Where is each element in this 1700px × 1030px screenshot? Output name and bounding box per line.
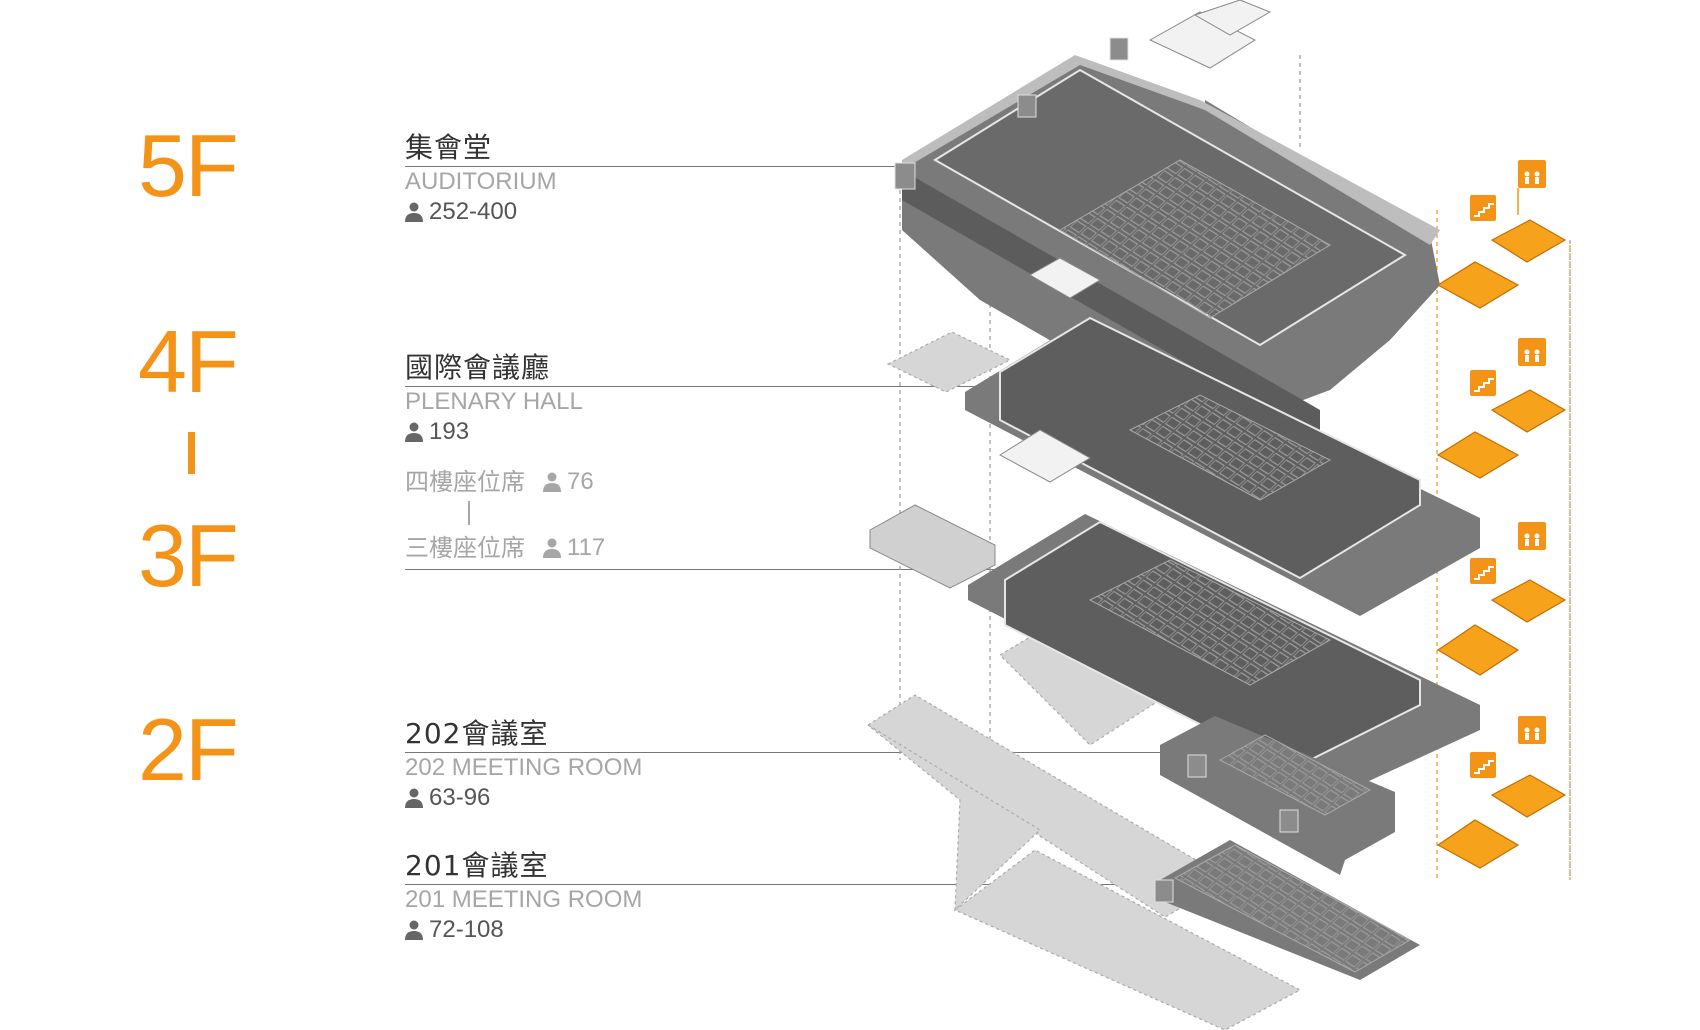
plenary-4f-seating: 四樓座位席 76 [405, 468, 594, 496]
person-icon [405, 422, 423, 442]
room-plenary-hall: 國際會議廳 PLENARY HALL 193 [405, 354, 583, 444]
person-icon [543, 538, 561, 558]
room-201: 201會議室 201 MEETING ROOM 72-108 [405, 852, 642, 942]
room-name-en: AUDITORIUM [405, 168, 557, 195]
stairs-icon [1470, 195, 1496, 221]
room-202: 202會議室 202 MEETING ROOM 63-96 [405, 720, 642, 810]
floor-slab-4f [965, 316, 1480, 616]
seating-capacity: 117 [543, 536, 605, 560]
seating-range-bar [468, 501, 470, 525]
plenary-3f-seating: 三樓座位席 117 [405, 534, 605, 562]
capacity-value: 76 [567, 468, 594, 495]
person-icon [405, 920, 423, 940]
floor-label-2f: 2F [138, 700, 239, 799]
leader-line-plenary [405, 386, 1015, 387]
room-name-en: 201 MEETING ROOM [405, 886, 643, 913]
elevator-icon [1518, 522, 1546, 550]
room-capacity: 72-108 [405, 918, 642, 942]
person-icon [405, 788, 423, 808]
capacity-value: 72-108 [429, 916, 504, 943]
room-auditorium: 集會堂 AUDITORIUM 252-400 [405, 134, 557, 224]
room-name-zh: 201會議室 [405, 849, 549, 882]
capacity-value: 252-400 [429, 198, 518, 225]
stairs-icon-group [1470, 195, 1496, 778]
seating-label: 四樓座位席 [405, 468, 525, 496]
capacity-value: 117 [567, 534, 606, 561]
elevator-icon [1517, 160, 1546, 215]
leader-line-202 [405, 752, 1160, 753]
stairs-icon [1470, 370, 1496, 396]
room-name-zh: 集會堂 [405, 131, 493, 164]
seating-capacity: 76 [543, 470, 594, 494]
capacity-value: 63-96 [429, 784, 491, 811]
room-name-en: 202 MEETING ROOM [405, 754, 643, 781]
room-name-zh: 202會議室 [405, 717, 549, 750]
room-capacity: 193 [405, 420, 583, 444]
person-icon [405, 202, 423, 222]
circulation-cores [1436, 219, 1567, 869]
floor-range-dash [188, 432, 195, 474]
leader-line-201 [405, 884, 1160, 885]
leader-line-3f [405, 569, 1015, 570]
stairs-icon [1470, 558, 1496, 584]
elevator-icon-group [1517, 160, 1546, 744]
room-capacity: 252-400 [405, 200, 557, 224]
floor-slab-3f [869, 504, 1480, 792]
room-name-en: PLENARY HALL [405, 388, 583, 415]
room-capacity: 63-96 [405, 786, 642, 810]
floor-label-5f: 5F [138, 116, 239, 215]
floor-label-4f: 4F [138, 312, 239, 411]
stairs-icon [1470, 752, 1496, 778]
floor-label-3f: 3F [138, 506, 239, 605]
capacity-value: 193 [429, 418, 470, 445]
ground-footprint [866, 331, 1302, 1030]
elevator-icon [1518, 338, 1546, 366]
floor-slab-2f [1154, 716, 1420, 980]
room-name-zh: 國際會議廳 [405, 351, 551, 384]
seating-label: 三樓座位席 [405, 534, 525, 562]
floor-slab-5f [894, 0, 1440, 440]
leader-line-auditorium [405, 166, 895, 167]
elevator-icon [1518, 716, 1546, 744]
orange-guides [1436, 210, 1571, 880]
person-icon [543, 472, 561, 492]
